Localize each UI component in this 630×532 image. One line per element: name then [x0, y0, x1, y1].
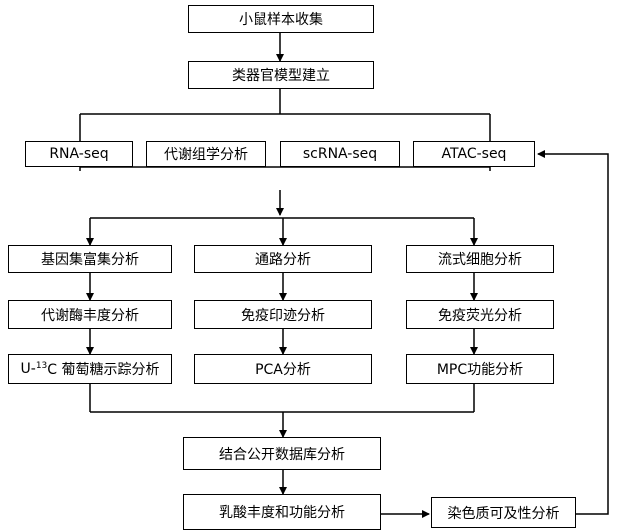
node-atac-seq: ATAC-seq [413, 141, 535, 167]
tracer-prefix: U- [20, 361, 36, 377]
node-immunofluorescence: 免疫荧光分析 [406, 300, 554, 329]
node-rna-seq: RNA-seq [25, 141, 133, 167]
node-chromatin-accessibility: 染色质可及性分析 [431, 497, 576, 528]
node-public-database: 结合公开数据库分析 [183, 437, 381, 470]
node-organoid-model: 类器官模型建立 [188, 61, 374, 89]
node-mpc-function: MPC功能分析 [406, 354, 554, 384]
node-metabolomics: 代谢组学分析 [146, 141, 266, 167]
feedback-arrow [537, 150, 609, 515]
node-immunoblot: 免疫印迹分析 [194, 300, 372, 329]
node-gsea: 基因集富集分析 [8, 245, 172, 273]
node-flow-cytometry: 流式细胞分析 [406, 245, 554, 273]
node-pathway: 通路分析 [194, 245, 372, 273]
tracer-suffix: C 葡萄糖示踪分析 [47, 362, 160, 378]
node-sample-collection: 小鼠样本收集 [188, 5, 374, 33]
node-lactate-function: 乳酸丰度和功能分析 [183, 494, 381, 530]
node-scrna-seq: scRNA-seq [280, 141, 400, 167]
node-pca: PCA分析 [194, 354, 372, 384]
node-enzyme-abundance: 代谢酶丰度分析 [8, 300, 172, 329]
